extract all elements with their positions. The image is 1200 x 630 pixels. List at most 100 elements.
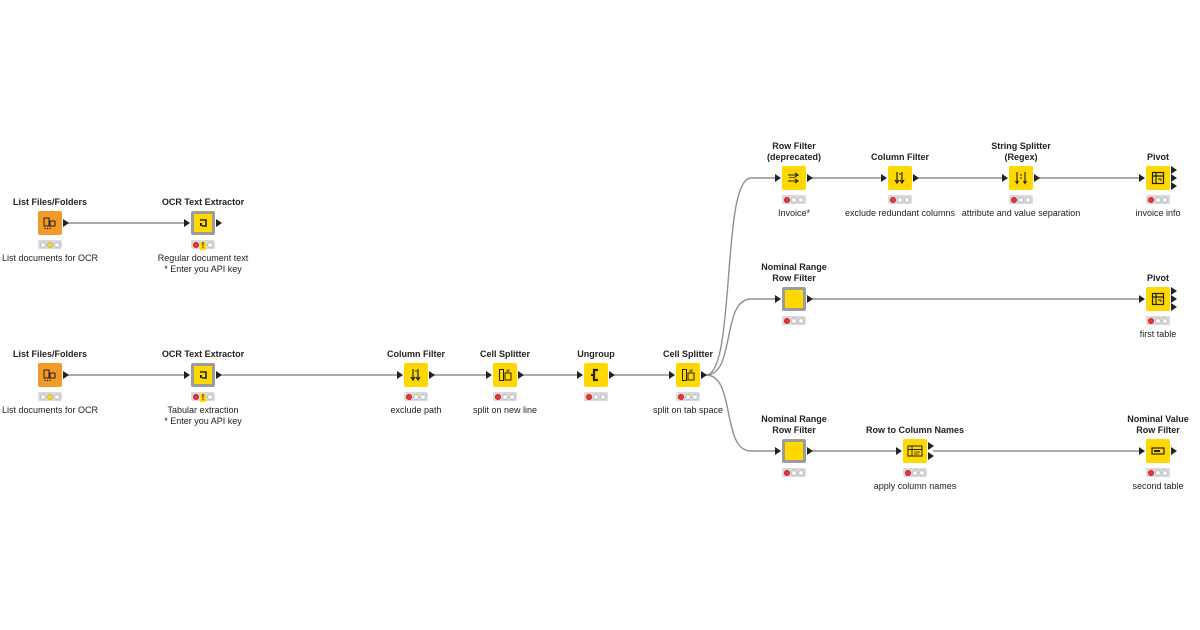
status-traffic-light xyxy=(404,392,428,401)
output-port[interactable] xyxy=(1171,287,1177,295)
output-port[interactable] xyxy=(63,371,69,379)
node-title: List Files/Folders xyxy=(12,349,88,359)
node-body[interactable] xyxy=(493,363,517,387)
output-port[interactable] xyxy=(913,174,919,182)
output-port[interactable] xyxy=(807,447,813,455)
status-light-off xyxy=(509,393,516,400)
warning-icon[interactable]: ! xyxy=(200,241,206,250)
output-port[interactable] xyxy=(63,219,69,227)
status-light-off xyxy=(790,317,797,324)
status-traffic-light xyxy=(782,316,806,325)
node-body[interactable] xyxy=(38,211,62,235)
input-port[interactable] xyxy=(775,295,781,303)
node-title: OCR Text Extractor xyxy=(161,349,245,359)
input-port[interactable] xyxy=(1002,174,1008,182)
node-annotation: Invoice* xyxy=(777,208,811,218)
output-port[interactable] xyxy=(1171,166,1177,174)
node-body[interactable] xyxy=(191,363,215,387)
row-to-column-icon xyxy=(907,445,923,457)
status-light-off xyxy=(1017,196,1024,203)
output-port[interactable] xyxy=(807,295,813,303)
output-port[interactable] xyxy=(429,371,435,379)
node-body[interactable] xyxy=(1009,166,1033,190)
node-body[interactable] xyxy=(1146,439,1170,463)
input-port[interactable] xyxy=(184,219,190,227)
node-body[interactable] xyxy=(584,363,608,387)
input-port[interactable] xyxy=(577,371,583,379)
status-light-red xyxy=(783,196,790,203)
status-light-off xyxy=(798,196,805,203)
status-traffic-light xyxy=(38,392,62,401)
node-annotation: apply column names xyxy=(873,481,957,491)
input-port[interactable] xyxy=(184,371,190,379)
node-body[interactable] xyxy=(888,166,912,190)
node-body[interactable] xyxy=(676,363,700,387)
status-traffic-light xyxy=(584,392,608,401)
node-title: String Splitter (Regex) xyxy=(991,141,1051,162)
input-port[interactable] xyxy=(775,447,781,455)
connection-wire[interactable] xyxy=(705,374,776,452)
node-body[interactable] xyxy=(1146,287,1170,311)
status-light-red xyxy=(192,393,199,400)
output-port[interactable] xyxy=(216,219,222,227)
output-port[interactable] xyxy=(609,371,615,379)
status-traffic-light xyxy=(903,468,927,477)
node-title: Row to Column Names xyxy=(865,425,964,435)
node-body[interactable] xyxy=(782,166,806,190)
node-annotation: first table xyxy=(1139,329,1177,339)
connection-wire[interactable] xyxy=(705,298,776,376)
output-port[interactable] xyxy=(1171,182,1177,190)
node-body[interactable] xyxy=(404,363,428,387)
output-port[interactable] xyxy=(807,174,813,182)
node-body[interactable] xyxy=(38,363,62,387)
cell-splitter-icon xyxy=(681,368,695,382)
status-light-off xyxy=(39,393,46,400)
node-body[interactable] xyxy=(903,439,927,463)
status-light-off xyxy=(54,241,61,248)
node-title: Cell Splitter xyxy=(662,349,713,359)
input-port[interactable] xyxy=(669,371,675,379)
connection-wire[interactable] xyxy=(705,177,776,376)
warning-icon[interactable]: ! xyxy=(200,393,206,402)
output-port[interactable] xyxy=(1171,303,1177,311)
status-traffic-light xyxy=(493,392,517,401)
output-port[interactable] xyxy=(701,371,707,379)
output-port[interactable] xyxy=(1171,174,1177,182)
node-body[interactable] xyxy=(191,211,215,235)
status-light-red xyxy=(494,393,501,400)
input-port[interactable] xyxy=(1139,447,1145,455)
output-port[interactable] xyxy=(1034,174,1040,182)
input-port[interactable] xyxy=(881,174,887,182)
status-light-off xyxy=(1154,317,1161,324)
status-light-off xyxy=(790,469,797,476)
input-port[interactable] xyxy=(397,371,403,379)
status-traffic-light xyxy=(782,468,806,477)
node-body[interactable] xyxy=(1146,166,1170,190)
status-light-yellow xyxy=(46,241,53,248)
output-port[interactable] xyxy=(1171,447,1177,455)
output-port[interactable] xyxy=(928,442,934,450)
status-traffic-light xyxy=(38,240,62,249)
status-light-off xyxy=(790,196,797,203)
input-port[interactable] xyxy=(896,447,902,455)
input-port[interactable] xyxy=(775,174,781,182)
input-port[interactable] xyxy=(486,371,492,379)
output-port[interactable] xyxy=(1171,295,1177,303)
input-port[interactable] xyxy=(1139,295,1145,303)
node-title: Cell Splitter xyxy=(479,349,530,359)
node-body[interactable] xyxy=(782,439,806,463)
output-port[interactable] xyxy=(518,371,524,379)
output-port[interactable] xyxy=(216,371,222,379)
output-port[interactable] xyxy=(928,452,934,460)
status-light-red xyxy=(1010,196,1017,203)
node-body[interactable] xyxy=(782,287,806,311)
status-traffic-light xyxy=(782,195,806,204)
pivot-icon xyxy=(1151,292,1165,306)
ocr-icon xyxy=(197,217,209,229)
node-annotation: split on tab space xyxy=(652,405,724,415)
status-light-off xyxy=(207,241,214,248)
status-light-off xyxy=(207,393,214,400)
status-light-off xyxy=(798,317,805,324)
input-port[interactable] xyxy=(1139,174,1145,182)
